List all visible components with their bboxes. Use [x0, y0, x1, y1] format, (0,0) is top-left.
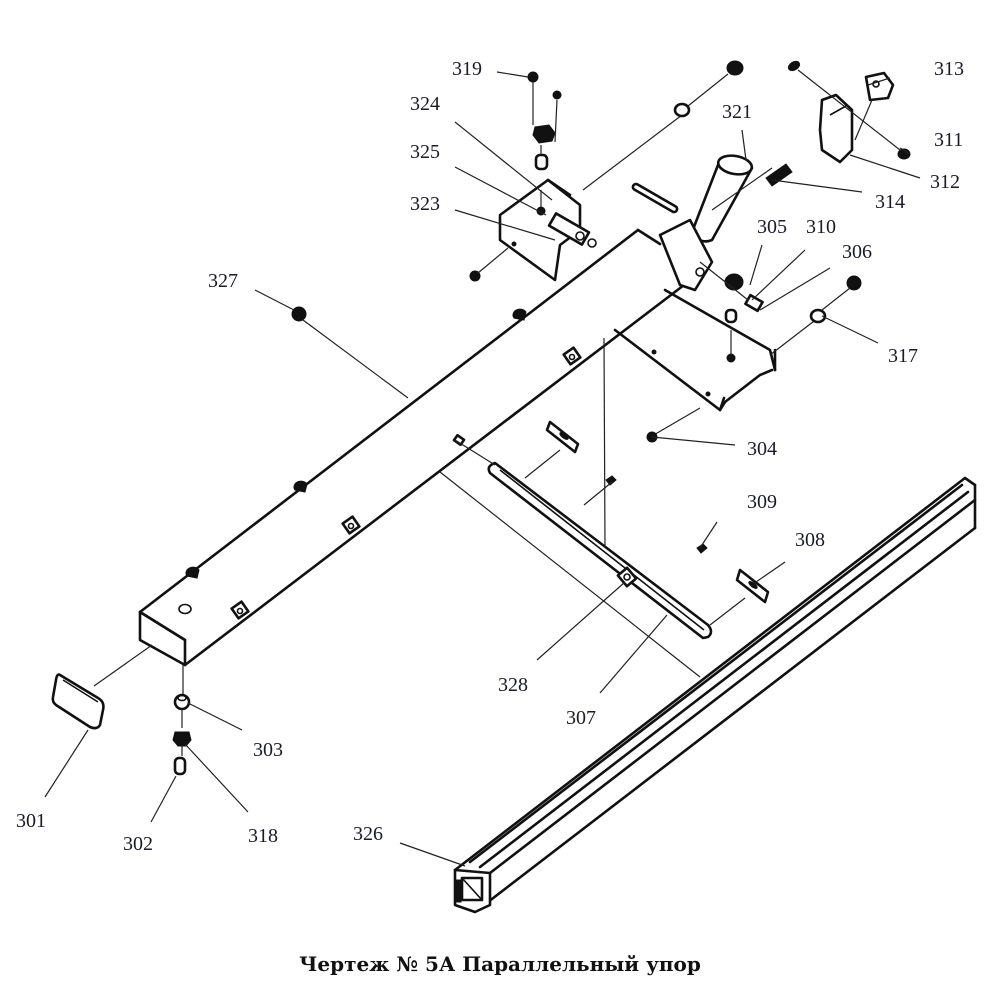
callout-309: 309: [747, 491, 777, 513]
callout-labels: 319 324 325 323 321 313 311 312 314 305 …: [16, 58, 964, 855]
end-cap-301: [51, 644, 153, 730]
callout-308: 308: [795, 529, 825, 551]
lock-handle-321: [631, 154, 773, 313]
callout-327: 327: [208, 270, 238, 292]
callout-leaders: [44, 71, 921, 867]
callout-301: 301: [16, 810, 46, 832]
callout-306: 306: [842, 241, 872, 263]
callout-311: 311: [934, 129, 963, 151]
callout-312: 312: [930, 171, 960, 193]
callout-318: 318: [248, 825, 278, 847]
callout-304: 304: [747, 438, 777, 460]
rear-rail-326: [453, 476, 977, 914]
nut-block: [341, 515, 361, 535]
callout-307: 307: [566, 707, 596, 729]
callout-326: 326: [353, 823, 383, 845]
callout-324: 324: [410, 93, 440, 115]
callout-305: 305: [757, 216, 787, 238]
plate-308-lower: [709, 568, 770, 626]
callout-328: 328: [498, 674, 528, 696]
callout-325: 325: [410, 141, 440, 163]
plate-308-upper: [524, 420, 580, 479]
slotted-bar-307: [487, 461, 713, 640]
callout-317: 317: [888, 345, 918, 367]
callout-314: 314: [875, 191, 905, 213]
screw-309: [583, 475, 708, 554]
callout-302: 302: [123, 833, 153, 855]
lower-bracket: [613, 275, 862, 443]
cap-screw-327: [291, 306, 409, 399]
fastener-stack: [172, 665, 192, 776]
nut-block: [230, 600, 250, 620]
callout-321: 321: [722, 101, 752, 123]
nut-block: [562, 346, 582, 366]
drawing-caption: Чертеж № 5А Параллельный упор: [299, 952, 701, 976]
callout-319: 319: [452, 58, 482, 80]
callout-310: 310: [806, 216, 836, 238]
cam-assembly: [765, 60, 911, 187]
callout-313: 313: [934, 58, 964, 80]
callout-323: 323: [410, 193, 440, 215]
upper-bracket: [469, 60, 744, 282]
callout-303: 303: [253, 739, 283, 761]
